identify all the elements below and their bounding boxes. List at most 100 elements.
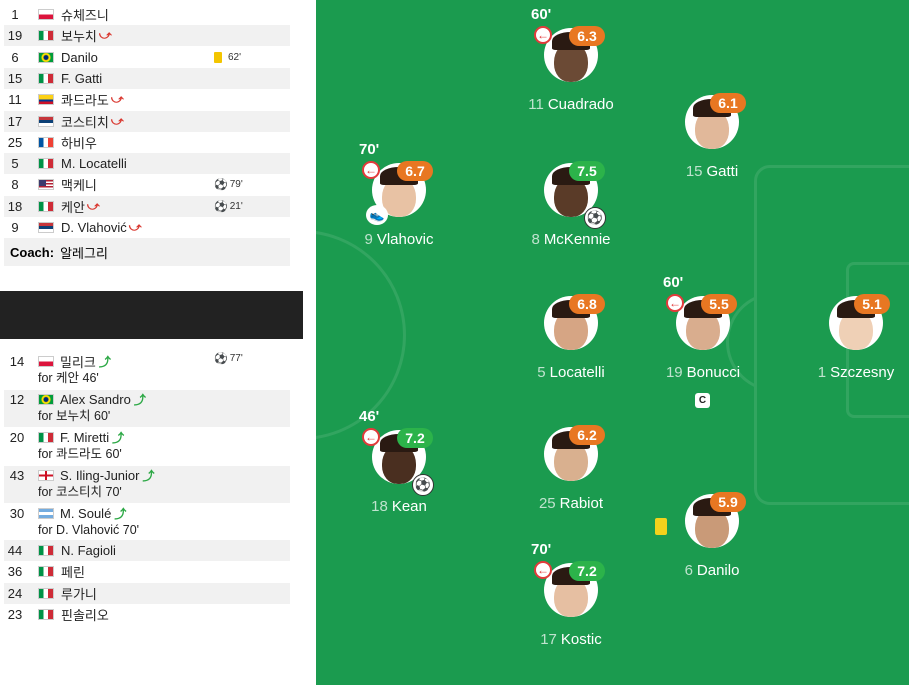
shirt-number: 44 xyxy=(7,543,23,558)
shirt-number: 24 xyxy=(7,585,23,601)
flag-icon-it xyxy=(38,30,54,42)
shirt-number: 43 xyxy=(9,468,25,483)
event: 62' xyxy=(214,51,242,63)
sub-minute: 60' xyxy=(663,274,684,291)
player-name: 하비우 xyxy=(61,135,97,151)
rating-badge: 5.9 xyxy=(710,492,746,512)
event: ⚽21' xyxy=(214,200,243,213)
shirt-number: 8 xyxy=(531,231,540,248)
sub-out-icon: ⤻ xyxy=(110,92,124,107)
sub-in-icon: ⤴ xyxy=(112,431,125,445)
player-name: Szczesny xyxy=(830,364,895,381)
bench-row[interactable]: 36 페린 xyxy=(4,561,290,582)
player-name: Rabiot xyxy=(559,495,604,512)
player-name: M. Soulé xyxy=(60,506,112,521)
shirt-number: 25 xyxy=(7,134,23,150)
rating-badge: 5.5 xyxy=(701,294,737,314)
player-name: 페린 xyxy=(61,565,85,581)
shirt-number: 12 xyxy=(9,392,25,407)
rating-badge: 7.2 xyxy=(397,428,433,448)
player-name: 슈체즈니 xyxy=(61,8,109,23)
shirt-number: 30 xyxy=(9,506,25,521)
flag-icon-it xyxy=(38,158,54,170)
player-name: Locatelli xyxy=(549,364,605,381)
player-name: F. Gatti xyxy=(61,70,103,86)
flag-icon-it xyxy=(38,545,54,556)
soccer-ball-icon: ⚽ xyxy=(412,474,434,496)
player-name: Bonucci xyxy=(686,364,741,381)
event-minute: 77' xyxy=(229,353,243,364)
sub-in-icon: ⤴ xyxy=(142,469,155,483)
shirt-number: 5 xyxy=(537,364,546,381)
shirt-number: 1 xyxy=(817,364,827,381)
penalty-area xyxy=(754,165,909,505)
rating-badge: 5.1 xyxy=(854,294,890,314)
event: ⚽77' xyxy=(214,352,243,365)
shirt-number: 11 xyxy=(528,96,544,113)
player-name: Vlahovic xyxy=(376,231,434,248)
rating-badge: 6.2 xyxy=(569,425,605,445)
arrow-left-icon: ← xyxy=(534,26,552,44)
flag-icon-it xyxy=(38,566,54,578)
section-divider xyxy=(0,291,303,339)
shirt-number: 36 xyxy=(7,564,23,580)
arrow-left-icon: ← xyxy=(362,428,380,446)
starter-row[interactable]: 25 하비우 xyxy=(4,132,290,153)
flag-icon-it xyxy=(38,432,54,443)
flag-icon-pl xyxy=(38,356,54,367)
rating-badge: 6.8 xyxy=(569,294,605,314)
flag-icon-br xyxy=(38,51,54,63)
rating-badge: 6.1 xyxy=(710,93,746,113)
shirt-number: 19 xyxy=(7,28,23,44)
player-name: Alex Sandro xyxy=(60,392,131,407)
sub-in-icon: ⤴ xyxy=(98,355,111,369)
boot-icon: 👟 xyxy=(366,205,388,225)
event-minute: 62' xyxy=(228,51,242,63)
yellow-card-icon xyxy=(214,51,222,63)
sub-out-icon: ⤻ xyxy=(128,220,142,234)
rating-badge: 6.7 xyxy=(397,161,433,181)
soccer-ball-icon: ⚽ xyxy=(214,179,228,192)
arrow-left-icon: ← xyxy=(362,161,380,179)
shirt-number: 6 xyxy=(684,562,693,579)
soccer-ball-icon: ⚽ xyxy=(214,200,228,213)
arrow-left-icon: ← xyxy=(666,294,684,312)
player-name: 핀솔리오 xyxy=(61,607,109,623)
player-name: 코스티치 xyxy=(61,114,109,130)
